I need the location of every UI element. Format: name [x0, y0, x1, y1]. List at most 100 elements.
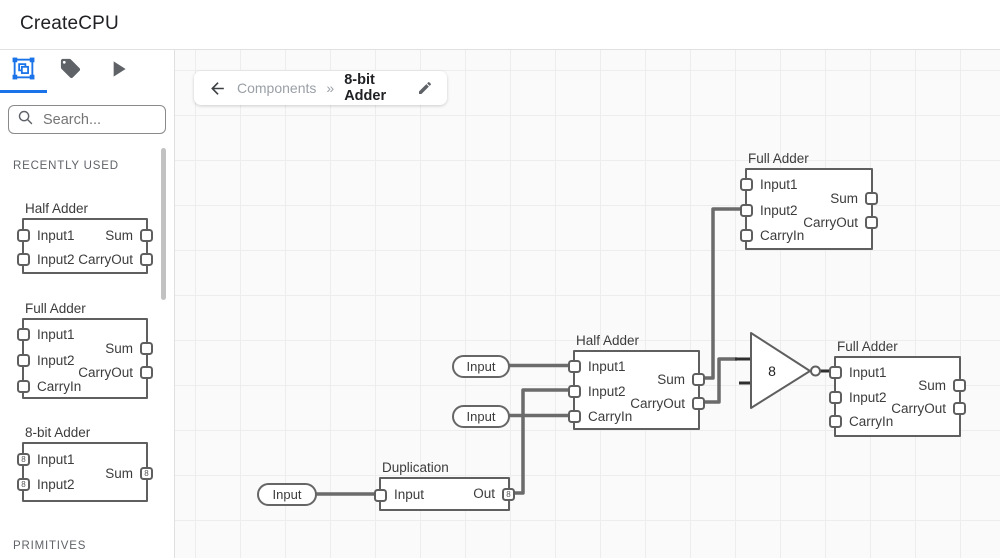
- canvas-component-half-adder[interactable]: Half Adder Input1 Input2 CarryIn Sum Car…: [568, 333, 705, 430]
- port-input1[interactable]: [17, 328, 30, 341]
- port-label: Input2: [760, 203, 798, 218]
- port-carryout[interactable]: [140, 366, 153, 379]
- tab-run[interactable]: [94, 50, 141, 92]
- component-title: Duplication: [382, 460, 449, 475]
- editor-canvas[interactable]: 8 Components » 8-bit Adder Full Adder In…: [175, 50, 1000, 558]
- tag-icon: [59, 57, 82, 85]
- component-title: Half Adder: [576, 333, 640, 348]
- sidebar: RECENTLY USED Half Adder Input1 Input2 S…: [0, 50, 175, 558]
- component-title: Full Adder: [837, 339, 898, 354]
- port-label: Out: [473, 486, 495, 501]
- port-label: Sum: [105, 341, 133, 356]
- port-label: CarryOut: [891, 401, 946, 416]
- port-carryout[interactable]: [140, 253, 153, 266]
- port-label: Input: [394, 487, 425, 502]
- port-label: CarryOut: [78, 365, 133, 380]
- port-input1[interactable]: [17, 229, 30, 242]
- gate-triangle[interactable]: [750, 332, 811, 409]
- library-item-half-adder[interactable]: Half Adder Input1 Input2 Sum CarryOut: [17, 201, 153, 274]
- port-label: Input1: [37, 452, 75, 467]
- breadcrumb: Components » 8-bit Adder: [194, 71, 447, 105]
- port-label: CarryOut: [78, 252, 133, 267]
- port-carryout[interactable]: [692, 397, 705, 410]
- port-label: Sum: [830, 191, 858, 206]
- wire[interactable]: [702, 207, 747, 380]
- search-icon: [17, 109, 34, 131]
- port-input1[interactable]: [740, 178, 753, 191]
- port-sum[interactable]: [140, 342, 153, 355]
- port-label: Input1: [37, 228, 75, 243]
- port-carryout[interactable]: [953, 402, 966, 415]
- port-sum[interactable]: [140, 229, 153, 242]
- port-input2[interactable]: [17, 354, 30, 367]
- library-item-8bit-adder[interactable]: 8-bit Adder 8 8 8 Input1 Input2 Sum: [17, 425, 153, 502]
- port-label: CarryIn: [760, 228, 805, 243]
- port-label: Input2: [588, 384, 626, 399]
- port-label: Input1: [760, 177, 798, 192]
- port-sum[interactable]: [692, 373, 705, 386]
- library-item-full-adder[interactable]: Full Adder Input1 Input2 CarryIn Sum Car…: [17, 301, 153, 399]
- port-carryin[interactable]: [568, 410, 581, 423]
- port-label: Input2: [37, 353, 75, 368]
- canvas-component-full-adder-top[interactable]: Full Adder Input1 Input2 CarryIn Sum Car…: [740, 151, 878, 250]
- section-recently-used: RECENTLY USED: [13, 160, 119, 172]
- port-out-bus8[interactable]: 8: [502, 488, 515, 501]
- breadcrumb-separator: »: [326, 80, 335, 96]
- edit-name-button[interactable]: [417, 80, 433, 96]
- wire[interactable]: [510, 388, 575, 495]
- gate-bubble[interactable]: [810, 365, 821, 377]
- port-label: Input1: [588, 359, 626, 374]
- port-carryin[interactable]: [740, 229, 753, 242]
- port-label: CarryIn: [37, 379, 82, 394]
- search-input[interactable]: [41, 110, 157, 129]
- port-carryin[interactable]: [829, 415, 842, 428]
- input-pin-2[interactable]: Input: [452, 405, 510, 428]
- play-icon: [105, 56, 131, 87]
- port-label: Sum: [105, 466, 133, 481]
- section-primitives: PRIMITIVES: [13, 540, 87, 552]
- port-input2[interactable]: [17, 253, 30, 266]
- input-pin-1[interactable]: Input: [452, 355, 510, 378]
- port-input1[interactable]: [568, 360, 581, 373]
- port-sum[interactable]: [953, 379, 966, 392]
- wire[interactable]: [702, 357, 737, 404]
- port-label: CarryIn: [588, 409, 633, 424]
- app-header: CreateCPU: [0, 0, 1000, 50]
- port-input[interactable]: [374, 489, 387, 502]
- port-label: CarryIn: [849, 414, 894, 429]
- port-label: Input2: [37, 252, 75, 267]
- port-input1-bus8[interactable]: 8: [17, 453, 30, 466]
- component-title: Half Adder: [25, 201, 89, 216]
- port-label: Input1: [37, 327, 75, 342]
- input-pin-3[interactable]: Input: [257, 483, 317, 506]
- back-button[interactable]: [208, 79, 227, 98]
- port-sum[interactable]: [865, 192, 878, 205]
- canvas-component-full-adder-right[interactable]: Full Adder Input1 Input2 CarryIn Sum Car…: [829, 339, 966, 437]
- port-carryin[interactable]: [17, 380, 30, 393]
- port-input1[interactable]: [829, 366, 842, 379]
- wire-layer: [315, 207, 832, 496]
- port-label: Sum: [105, 228, 133, 243]
- canvas-component-duplication[interactable]: Duplication 8 Input Out: [374, 460, 515, 511]
- component-title: Full Adder: [25, 301, 86, 316]
- port-input2[interactable]: [568, 385, 581, 398]
- port-carryout[interactable]: [865, 216, 878, 229]
- port-input2[interactable]: [829, 391, 842, 404]
- tab-components[interactable]: [0, 50, 47, 92]
- component-title: Full Adder: [748, 151, 809, 166]
- component-title: 8-bit Adder: [25, 425, 91, 440]
- breadcrumb-parent[interactable]: Components: [237, 80, 317, 96]
- port-input2[interactable]: [740, 204, 753, 217]
- port-sum-bus8[interactable]: 8: [140, 467, 153, 480]
- tab-tags[interactable]: [47, 50, 94, 92]
- active-tab-indicator: [0, 90, 47, 93]
- components-icon: [11, 56, 36, 86]
- port-label: Input2: [849, 390, 887, 405]
- port-label: Input2: [37, 477, 75, 492]
- port-label: Sum: [918, 378, 946, 393]
- gate-width-label: 8: [768, 363, 776, 379]
- search-box[interactable]: [8, 105, 166, 134]
- sidebar-scrollbar[interactable]: [161, 148, 166, 300]
- port-input2-bus8[interactable]: 8: [17, 478, 30, 491]
